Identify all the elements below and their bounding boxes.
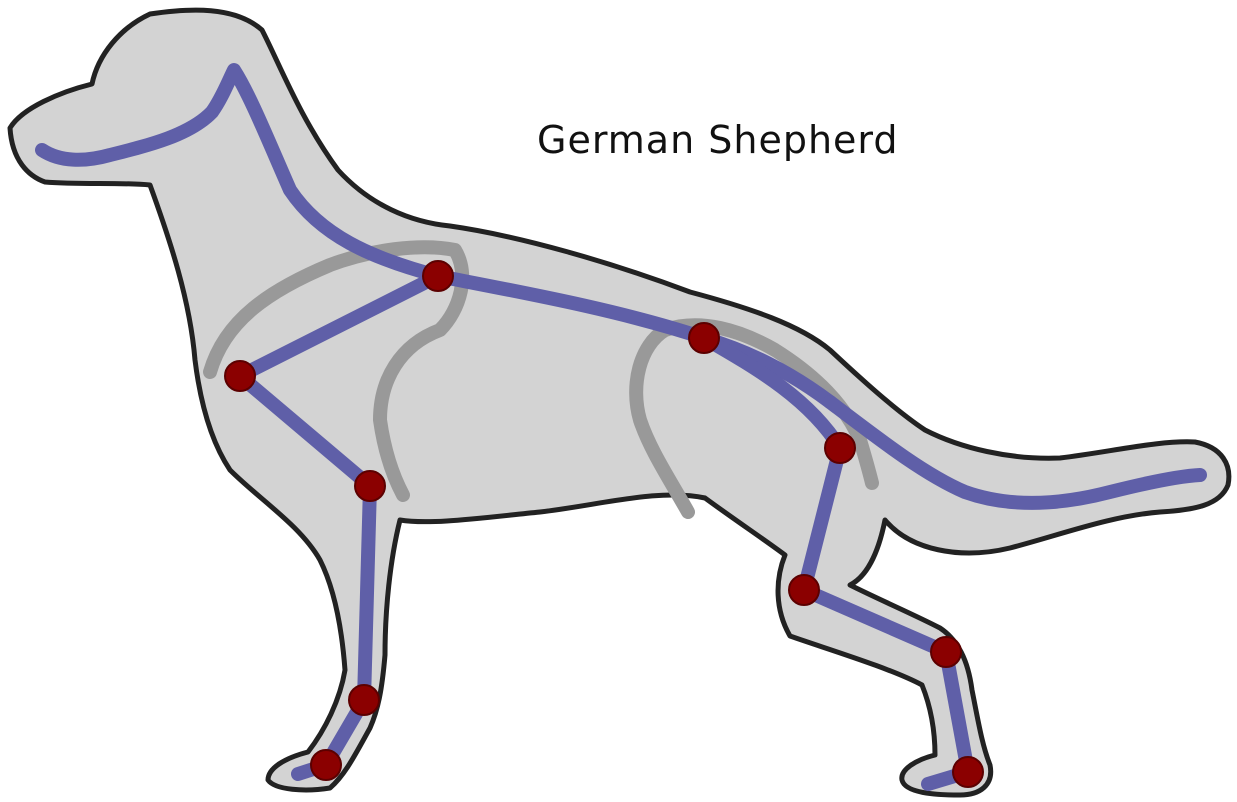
rear-ankle-joint xyxy=(931,637,961,667)
rear-paw-joint xyxy=(953,757,983,787)
elbow-joint xyxy=(355,471,385,501)
knee-joint xyxy=(825,433,855,463)
hock-joint xyxy=(789,575,819,605)
withers-joint xyxy=(423,261,453,291)
front-wrist-joint xyxy=(349,685,379,715)
shoulder-joint xyxy=(225,361,255,391)
front-paw-joint xyxy=(311,750,341,780)
diagram-title: German Shepherd xyxy=(537,118,899,162)
hip-joint xyxy=(689,323,719,353)
